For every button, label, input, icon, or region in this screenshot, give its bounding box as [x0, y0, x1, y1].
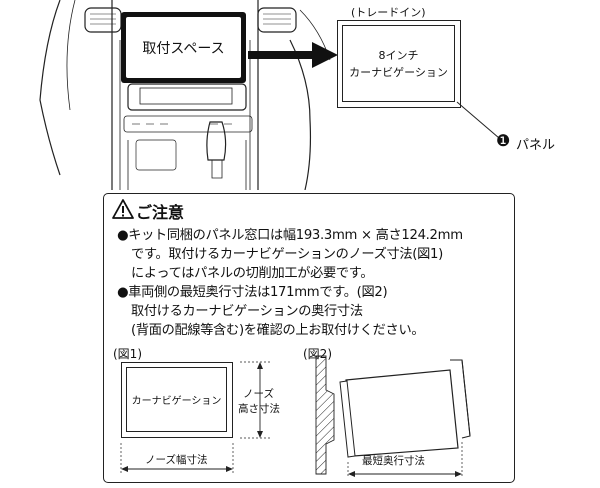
arrow-right-icon: [248, 42, 338, 68]
navi-unit-box: 8インチ カーナビゲーション: [337, 20, 461, 108]
panel-label: パネル: [516, 138, 556, 153]
fig1-height-label-2: 高さ寸法: [238, 403, 280, 415]
notice-box: [103, 193, 515, 483]
notice-line-1: ●キット同梱のパネル窓口は幅193.3mm × 高さ124.2mm: [117, 228, 463, 243]
mounting-space: 取付スペース: [121, 12, 246, 83]
fig1-navi-screen: カーナビゲーション: [126, 367, 227, 432]
dashboard-illustration: [39, 0, 331, 190]
mounting-space-label: 取付スペース: [142, 41, 225, 57]
fig1-height-label-1: ノーズ: [243, 388, 274, 400]
notice-line-3: によってはパネルの切削加工が必要です。: [131, 266, 374, 281]
notice-line-6: (背面の配線等含む)を確認の上お取付けください。: [131, 323, 425, 338]
panel-number-badge: ❶: [496, 131, 511, 150]
warning-icon: [112, 199, 134, 219]
notice-title: ご注意: [136, 203, 185, 222]
navi-unit-screen: 8インチ カーナビゲーション: [342, 25, 455, 102]
mounting-space-inner: 取付スペース: [126, 17, 241, 78]
fig1-dimension-lines: [120, 361, 272, 473]
fig2-depth-label: 最短奥行寸法: [362, 455, 425, 467]
fig1-navi-label: カーナビゲーション: [131, 396, 222, 407]
notice-line-2: です。取付けるカーナビゲーションのノーズ寸法(図1): [131, 247, 443, 262]
panel-leader-line: [456, 101, 500, 139]
navi-unit-label-2: カーナビゲーション: [349, 66, 448, 79]
fig1-navi-box: カーナビゲーション: [121, 362, 233, 438]
fig2-drawing: [315, 355, 471, 478]
notice-line-4: ●車両側の最短奥行寸法は171mmです。(図2): [117, 285, 388, 300]
fig1-caption: (図1): [113, 347, 142, 361]
navi-unit-label-1: 8インチ: [378, 49, 419, 62]
tradein-caption: (トレードイン): [351, 6, 426, 19]
fig1-width-label: ノーズ幅寸法: [145, 454, 208, 466]
notice-line-5: 取付けるカーナビゲーションの奥行寸法: [131, 304, 363, 319]
